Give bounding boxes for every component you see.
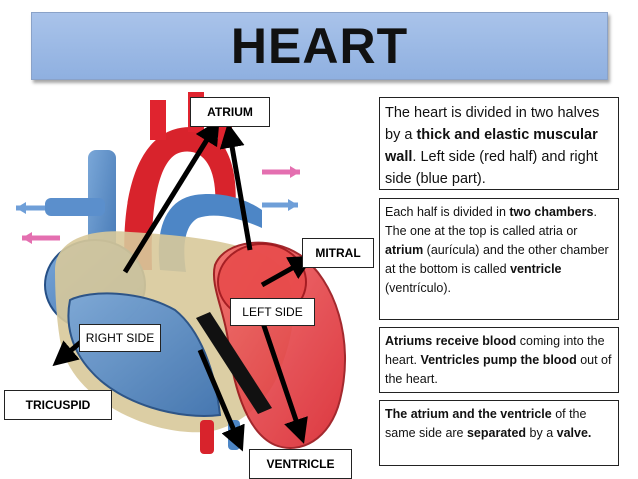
info-text-fragment: . Left side (red half) and right side (b… [385, 149, 598, 187]
label-mitral: MITRAL [302, 238, 374, 268]
info-text-fragment: separated [466, 426, 527, 440]
arrow-to-mitral [260, 255, 314, 288]
info-text-fragment: by a [526, 426, 557, 440]
info-text-fragment: atrium [385, 243, 424, 257]
vessel-arrows-right [262, 166, 300, 211]
info-text-fragment: thick and elastic muscular wall [385, 127, 598, 165]
info-box-function: Atriums receive blood coming into the he… [379, 327, 619, 393]
info-box-halves: The heart is divided in two halves by a … [379, 97, 619, 190]
info-text-fragment: of the same side are [385, 407, 587, 440]
page-title: HEART [230, 18, 409, 74]
pulmonary-artery [158, 193, 262, 272]
info-text-fragment: The atrium and the ventricle [385, 407, 552, 421]
arrow-to-ventricle-2 [259, 319, 308, 444]
label-ventricle: VENTRICLE [249, 449, 352, 479]
info-text-fragment: Ventricles pump the blood [420, 353, 577, 367]
info-text-fragment: ventricle [510, 262, 562, 276]
info-text-fragment: two chambers [509, 205, 594, 219]
arrow-to-atrium-1 [122, 119, 220, 274]
info-text-fragment: The heart is divided in two halves by a [385, 105, 600, 143]
title-banner: HEART [31, 12, 608, 80]
info-text-fragment: . The one at the top is called atria or [385, 205, 597, 238]
info-box-valve: The atrium and the ventricle of the same… [379, 400, 619, 466]
aorta [124, 126, 236, 271]
info-text-fragment: (aurícula) and the other chamber at the … [385, 243, 609, 276]
arrow-to-atrium-2 [219, 122, 253, 251]
label-tricuspid: TRICUSPID [4, 390, 112, 420]
info-text-fragment: valve. [556, 426, 592, 440]
label-left-side: LEFT SIDE [230, 298, 315, 326]
septum-wall [196, 312, 272, 414]
label-right-side: RIGHT SIDE [79, 324, 161, 352]
info-text-fragment: (ventrículo). [385, 281, 451, 295]
info-text-fragment: coming into the heart. [385, 334, 605, 367]
info-box-chambers: Each half is divided in two chambers. Th… [379, 198, 619, 320]
info-text-fragment: Each half is divided in [385, 205, 510, 219]
info-text-fragment: Atriums receive blood [385, 334, 517, 348]
label-atrium: ATRIUM [190, 97, 270, 127]
arrow-to-ventricle-1 [197, 349, 245, 452]
info-text-fragment: out of the heart. [385, 353, 612, 386]
